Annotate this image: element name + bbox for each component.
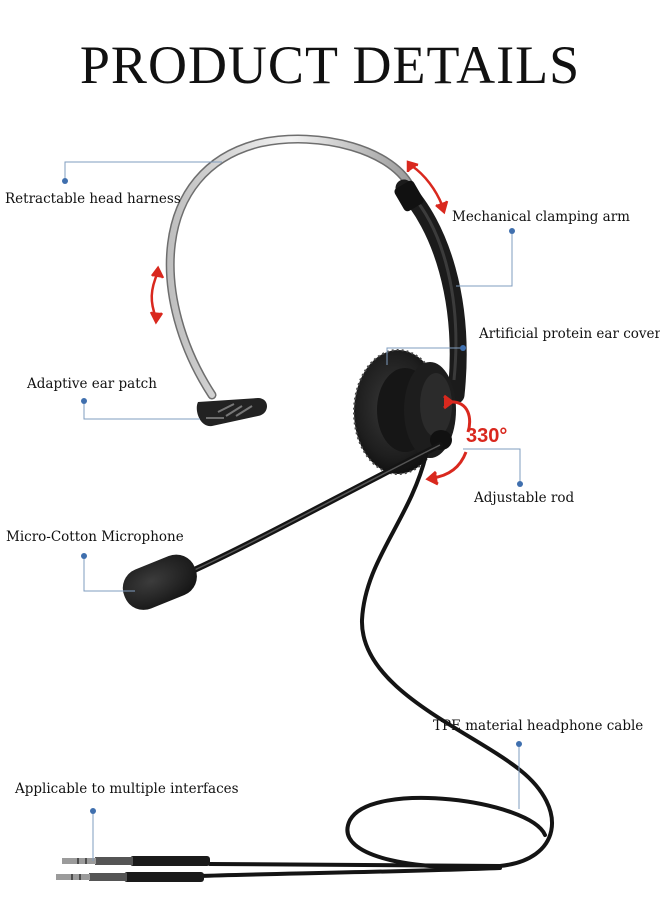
label-interfaces: Applicable to multiple interfaces xyxy=(15,781,239,797)
label-microphone: Micro-Cotton Microphone xyxy=(6,529,184,545)
leader-adjustable-rod xyxy=(463,448,521,484)
leader-microphone xyxy=(83,556,135,592)
page-title: PRODUCT DETAILS xyxy=(79,35,581,95)
leader-lines xyxy=(64,161,521,861)
label-ear-patch: Adaptive ear patch xyxy=(27,376,157,392)
rotation-angle-label: 330° xyxy=(466,425,508,447)
clamping-arm-arrow xyxy=(406,160,449,215)
rotation-arrow xyxy=(425,394,472,486)
label-cable: TPE material headphone cable xyxy=(433,718,644,734)
leader-head-harness xyxy=(64,161,222,181)
leader-dots xyxy=(62,178,523,814)
label-clamping-arm: Mechanical clamping arm xyxy=(452,209,630,225)
label-adjustable-rod: Adjustable rod xyxy=(474,490,575,506)
label-ear-cover: Artificial protein ear cover xyxy=(479,326,660,342)
cable-split xyxy=(198,862,502,878)
audio-plugs xyxy=(56,856,210,882)
leader-ear-cover xyxy=(386,347,463,365)
ear-cushion xyxy=(353,349,456,475)
ear-patch xyxy=(196,398,267,427)
headphone-cable xyxy=(345,453,555,870)
headband-arrow xyxy=(149,265,165,325)
leader-clamping-arm xyxy=(456,231,513,287)
microphone-foam xyxy=(122,554,197,610)
leader-ear-patch xyxy=(83,401,200,420)
label-head-harness: Retractable head harness xyxy=(5,191,181,207)
headband xyxy=(165,134,417,400)
